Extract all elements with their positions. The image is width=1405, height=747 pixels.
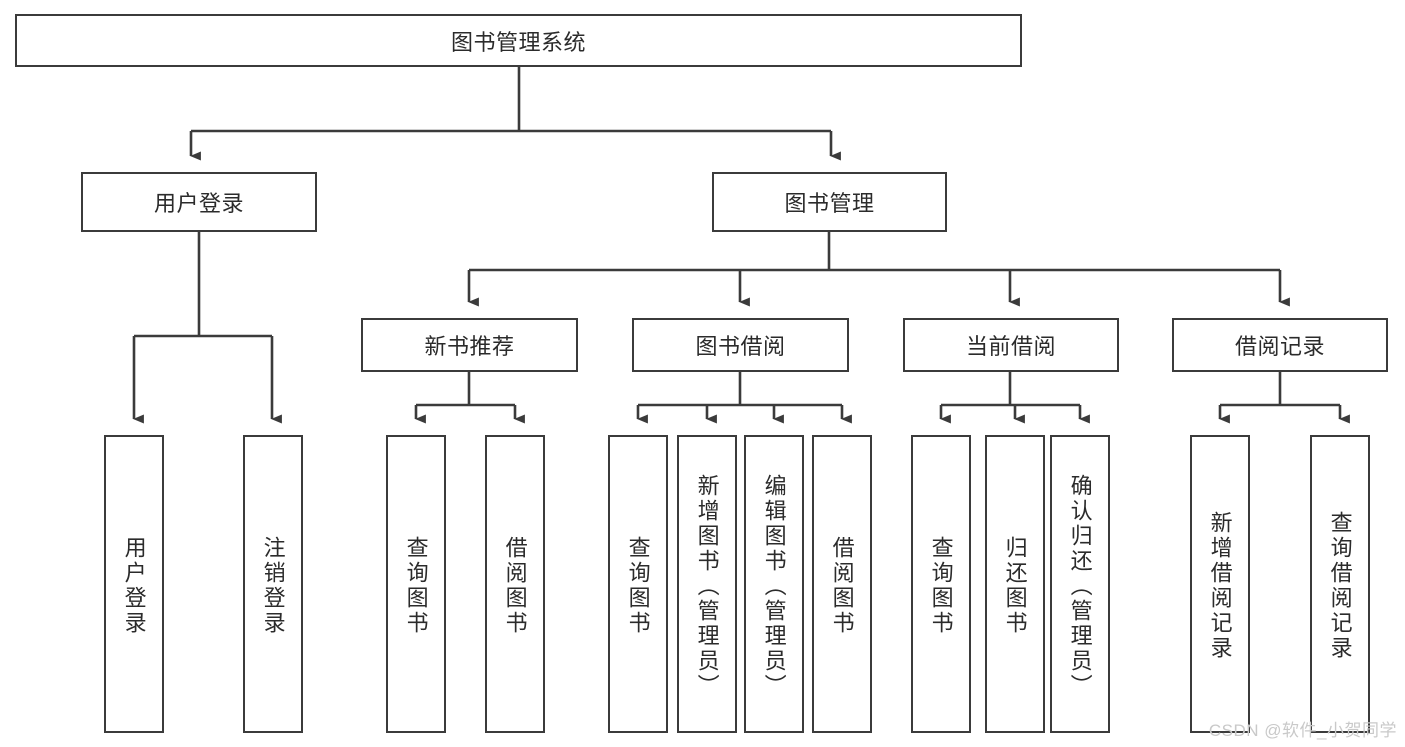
- leaf-borrow-book-2[interactable]: 借阅图书: [812, 435, 872, 733]
- leaf-label: 查询图书: [928, 536, 954, 636]
- leaf-label: 查询图书: [625, 536, 651, 636]
- leaf-edit-book[interactable]: 编辑图书（管理员）: [744, 435, 804, 733]
- leaf-query-book-3[interactable]: 查询图书: [911, 435, 971, 733]
- leaf-label: 借阅图书: [502, 536, 528, 636]
- leaf-user-login[interactable]: 用户登录: [104, 435, 164, 733]
- leaf-return-book[interactable]: 归还图书: [985, 435, 1045, 733]
- leaf-label: 借阅图书: [829, 536, 855, 636]
- leaf-label: 用户登录: [121, 536, 147, 636]
- leaf-label: 注销登录: [260, 536, 286, 636]
- leaf-label: 确认归还（管理员）: [1067, 473, 1093, 699]
- node-user-login[interactable]: 用户登录: [81, 172, 317, 232]
- leaf-label: 查询借阅记录: [1327, 511, 1353, 661]
- node-new-book-recommend[interactable]: 新书推荐: [361, 318, 578, 372]
- node-root[interactable]: 图书管理系统: [15, 14, 1022, 67]
- leaf-label: 编辑图书（管理员）: [761, 473, 787, 699]
- leaf-query-book-2[interactable]: 查询图书: [608, 435, 668, 733]
- leaf-confirm-return[interactable]: 确认归还（管理员）: [1050, 435, 1110, 733]
- node-current-borrow[interactable]: 当前借阅: [903, 318, 1119, 372]
- node-book-borrow[interactable]: 图书借阅: [632, 318, 849, 372]
- leaf-label: 新增图书（管理员）: [694, 473, 720, 699]
- leaf-label: 新增借阅记录: [1207, 511, 1233, 661]
- node-borrow-record[interactable]: 借阅记录: [1172, 318, 1388, 372]
- csdn-watermark: CSDN @软件_小贺同学: [1208, 721, 1397, 740]
- leaf-add-borrow-record[interactable]: 新增借阅记录: [1190, 435, 1250, 733]
- leaf-query-book-1[interactable]: 查询图书: [386, 435, 446, 733]
- leaf-borrow-book-1[interactable]: 借阅图书: [485, 435, 545, 733]
- node-book-manage[interactable]: 图书管理: [712, 172, 947, 232]
- leaf-label: 查询图书: [403, 536, 429, 636]
- leaf-logout[interactable]: 注销登录: [243, 435, 303, 733]
- leaf-label: 归还图书: [1002, 536, 1028, 636]
- leaf-query-borrow-record[interactable]: 查询借阅记录: [1310, 435, 1370, 733]
- leaf-add-book[interactable]: 新增图书（管理员）: [677, 435, 737, 733]
